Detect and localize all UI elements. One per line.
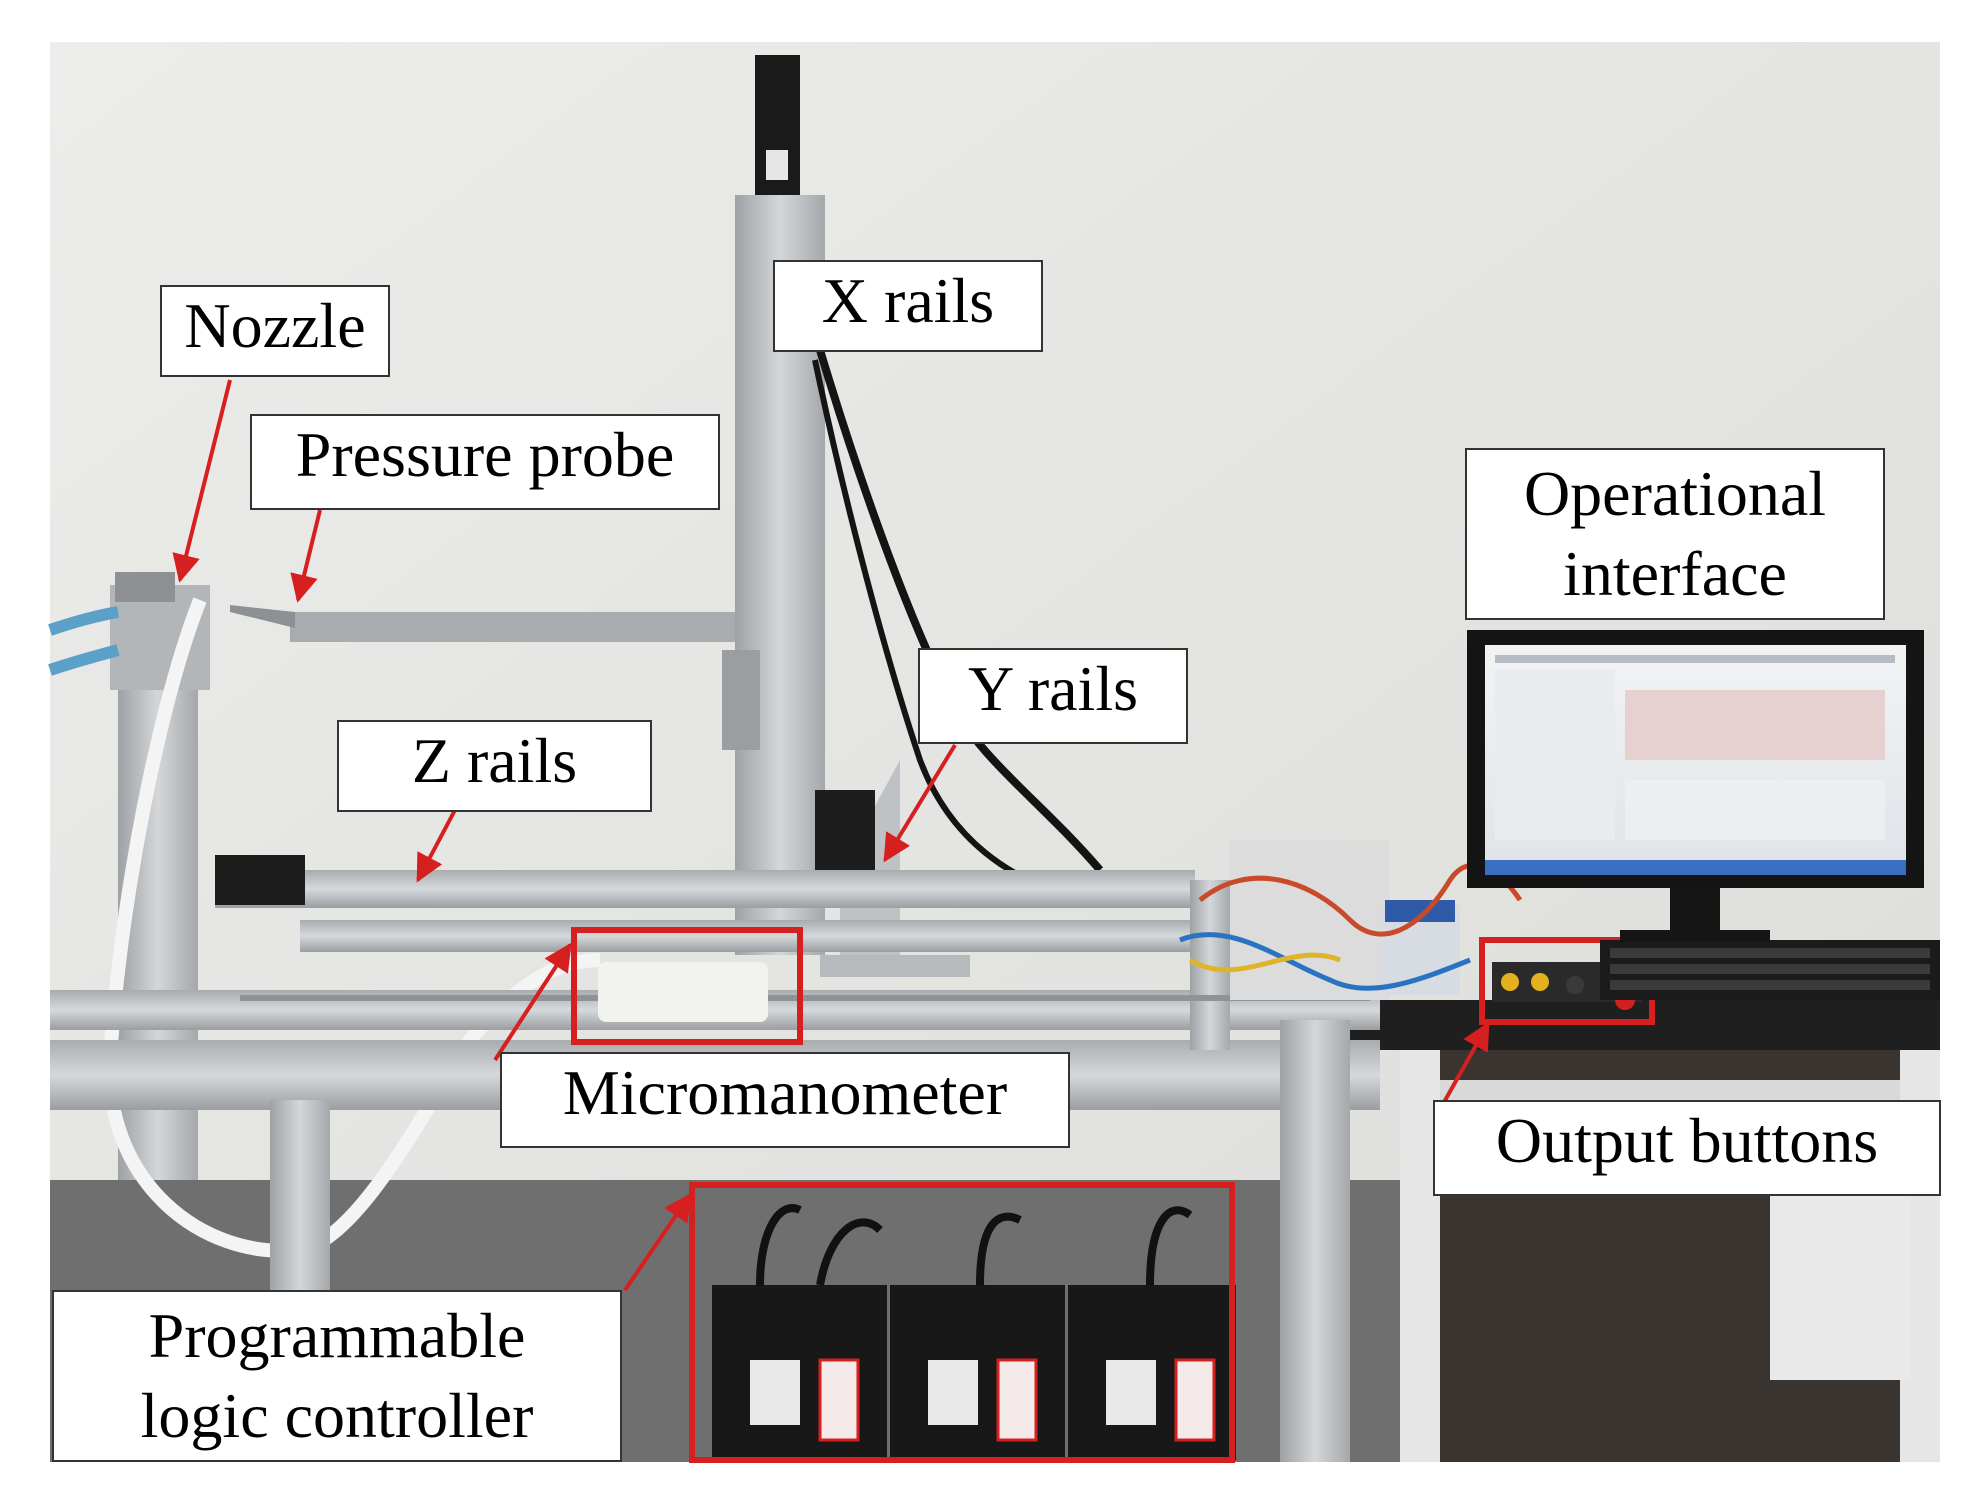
plc-cables bbox=[756, 1204, 1193, 1286]
cable-2 bbox=[812, 359, 1081, 903]
nozzle-head bbox=[115, 572, 175, 602]
button-1 bbox=[1501, 973, 1519, 991]
frame-top-slot bbox=[240, 995, 1370, 1001]
label-y-rails: Y rails bbox=[918, 648, 1188, 744]
micromanometer-device bbox=[598, 962, 768, 1022]
blue-module-top bbox=[1385, 900, 1455, 922]
monitor-stand bbox=[1670, 888, 1720, 933]
micromanometer-highlight bbox=[571, 927, 803, 1045]
wire-bundle-3 bbox=[1188, 952, 1341, 973]
label-output-buttons: Output buttons bbox=[1433, 1100, 1941, 1196]
button-2 bbox=[1531, 973, 1549, 991]
monitor-base bbox=[1620, 930, 1770, 942]
keyboard-keys bbox=[1610, 948, 1930, 990]
label-z-rails: Z rails bbox=[337, 720, 652, 812]
electronics-box bbox=[1230, 840, 1390, 1000]
arrow-pressure-probe bbox=[290, 509, 322, 603]
frame-rail-2 bbox=[300, 920, 1190, 952]
label-pressure-probe: Pressure probe bbox=[250, 414, 720, 510]
probe-tip bbox=[230, 605, 295, 628]
wire-bundle-2 bbox=[1179, 932, 1471, 991]
z-rail bbox=[215, 870, 1195, 908]
blue-hose-2 bbox=[48, 644, 120, 676]
label-x-rails: X rails bbox=[773, 260, 1043, 352]
label-plc-line1: Programmable bbox=[148, 1300, 526, 1371]
blue-hose bbox=[48, 606, 119, 636]
label-plc-line2: logic controller bbox=[140, 1380, 534, 1451]
x-rail-label-sticker bbox=[766, 150, 788, 180]
arrow-micromanometer bbox=[493, 942, 572, 1062]
arrow-plc bbox=[623, 1192, 692, 1292]
label-micromanometer: Micromanometer bbox=[500, 1052, 1070, 1148]
frame-leg-2 bbox=[1280, 1020, 1350, 1462]
label-operational-interface-line2: interface bbox=[1563, 538, 1787, 609]
label-nozzle: Nozzle bbox=[160, 285, 390, 377]
z-rail-motor bbox=[215, 855, 305, 905]
button-3 bbox=[1566, 976, 1584, 994]
y-rail-base bbox=[820, 955, 970, 977]
x-carriage bbox=[722, 650, 760, 750]
screen-ui bbox=[1495, 655, 1895, 840]
probe-arm bbox=[290, 612, 740, 642]
arrow-output-buttons bbox=[1441, 1021, 1490, 1105]
label-operational-interface-line1: Operational bbox=[1523, 458, 1827, 529]
label-plc: Programmable logic controller bbox=[52, 1290, 622, 1462]
monitor-taskbar bbox=[1485, 860, 1906, 875]
desk-cabinet bbox=[1770, 1180, 1910, 1380]
arrow-z-rails bbox=[416, 809, 457, 883]
plc-units bbox=[712, 1285, 1236, 1460]
plc-highlight bbox=[689, 1182, 1235, 1463]
label-operational-interface: Operational interface bbox=[1465, 448, 1885, 620]
arrow-y-rails bbox=[883, 743, 957, 863]
arrow-nozzle bbox=[172, 379, 232, 583]
